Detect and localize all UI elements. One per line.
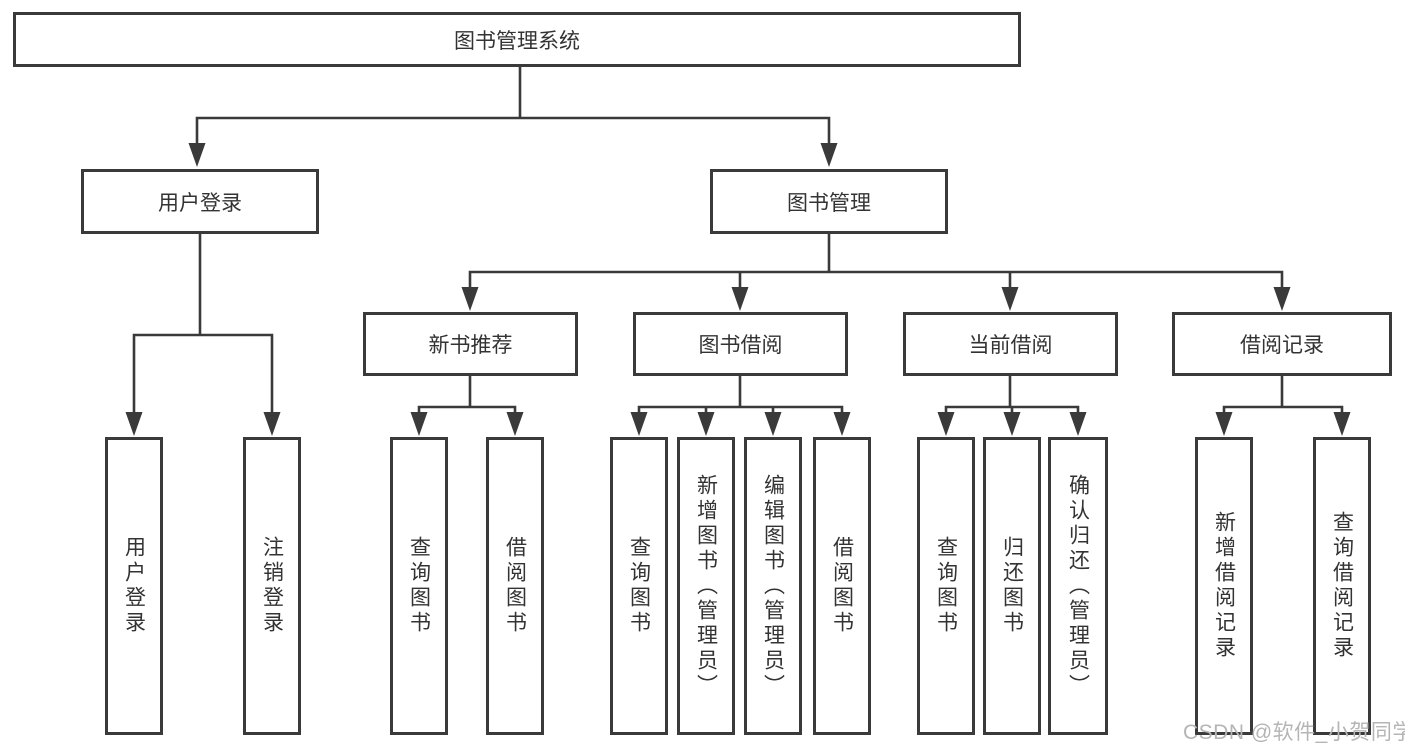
arrowhead [820, 143, 838, 167]
node-library-system: 图书管理系统 [13, 12, 1021, 67]
connector-borrowing-to-leaves [637, 376, 844, 416]
node-label: 注销登录 [260, 536, 284, 636]
leaf-borrow-books-borrowing: 借阅图书 [813, 437, 871, 735]
arrowhead [697, 412, 715, 436]
node-book-borrowing: 图书借阅 [633, 312, 848, 376]
arrowhead [1333, 412, 1351, 436]
node-label: 用户登录 [158, 191, 242, 215]
node-label: 借阅图书 [830, 536, 854, 636]
node-label: 用户登录 [122, 536, 146, 636]
node-label: 编辑图书（管理员） [761, 473, 785, 699]
leaf-query-books-borrowing: 查询图书 [610, 437, 668, 735]
node-label: 新增借阅记录 [1212, 511, 1236, 661]
node-label: 查询图书 [934, 536, 958, 636]
arrowhead [263, 412, 281, 436]
node-label: 图书借阅 [698, 334, 783, 357]
node-label: 图书管理 [787, 191, 871, 215]
leaf-query-books-current: 查询图书 [917, 437, 975, 735]
node-user-login: 用户登录 [81, 169, 319, 234]
connector-recommendation-to-leaves [417, 376, 517, 416]
arrowhead [1001, 287, 1019, 311]
arrowhead [833, 412, 851, 436]
connector-records-to-leaves [1222, 376, 1344, 416]
node-label: 新书推荐 [428, 334, 513, 357]
node-label: 查询图书 [627, 536, 651, 636]
leaf-query-borrow-record: 查询借阅记录 [1313, 437, 1371, 735]
arrowhead [937, 412, 955, 436]
csdn-watermark: CSDN @软件_小贺同学 [1183, 721, 1405, 744]
arrowhead [1069, 412, 1087, 436]
connector-user-login-to-leaves [132, 234, 274, 416]
node-label: 确认归还（管理员） [1066, 473, 1090, 699]
node-book-management: 图书管理 [710, 169, 948, 234]
leaf-add-borrow-record: 新增借阅记录 [1195, 437, 1253, 735]
arrowhead [731, 287, 749, 311]
node-label: 借阅记录 [1240, 334, 1324, 357]
arrowhead [410, 412, 428, 436]
node-label: 查询图书 [407, 536, 431, 636]
arrowhead [125, 412, 143, 436]
arrowhead [764, 412, 782, 436]
node-label: 归还图书 [1000, 536, 1024, 636]
arrowhead [506, 412, 524, 436]
node-label: 图书管理系统 [454, 29, 580, 53]
leaf-confirm-return-admin: 确认归还（管理员） [1048, 437, 1108, 735]
leaf-return-books: 归还图书 [983, 437, 1041, 735]
leaf-add-books-admin: 新增图书（管理员） [677, 437, 735, 735]
arrowhead [630, 412, 648, 436]
leaf-query-books-recommend: 查询图书 [390, 437, 448, 735]
node-borrowing-records: 借阅记录 [1172, 312, 1392, 376]
connector-current-to-leaves [944, 376, 1080, 416]
leaf-user-login: 用户登录 [105, 437, 163, 735]
node-current-borrowing: 当前借阅 [903, 312, 1118, 376]
connector-root-to-level1 [195, 66, 831, 146]
connector-book-management-to-level2 [468, 234, 1284, 290]
arrowhead [188, 143, 206, 167]
arrowhead [1215, 412, 1233, 436]
leaf-borrow-books-recommend: 借阅图书 [486, 437, 544, 735]
node-label: 当前借阅 [968, 334, 1053, 357]
arrowhead [1273, 287, 1291, 311]
node-label: 借阅图书 [503, 536, 527, 636]
node-label: 新增图书（管理员） [694, 473, 718, 699]
arrowhead [461, 287, 479, 311]
arrowhead [1003, 412, 1021, 436]
node-label: 查询借阅记录 [1330, 511, 1354, 661]
leaf-edit-books-admin: 编辑图书（管理员） [744, 437, 802, 735]
leaf-logout: 注销登录 [243, 437, 301, 735]
node-new-book-recommendation: 新书推荐 [363, 312, 578, 376]
